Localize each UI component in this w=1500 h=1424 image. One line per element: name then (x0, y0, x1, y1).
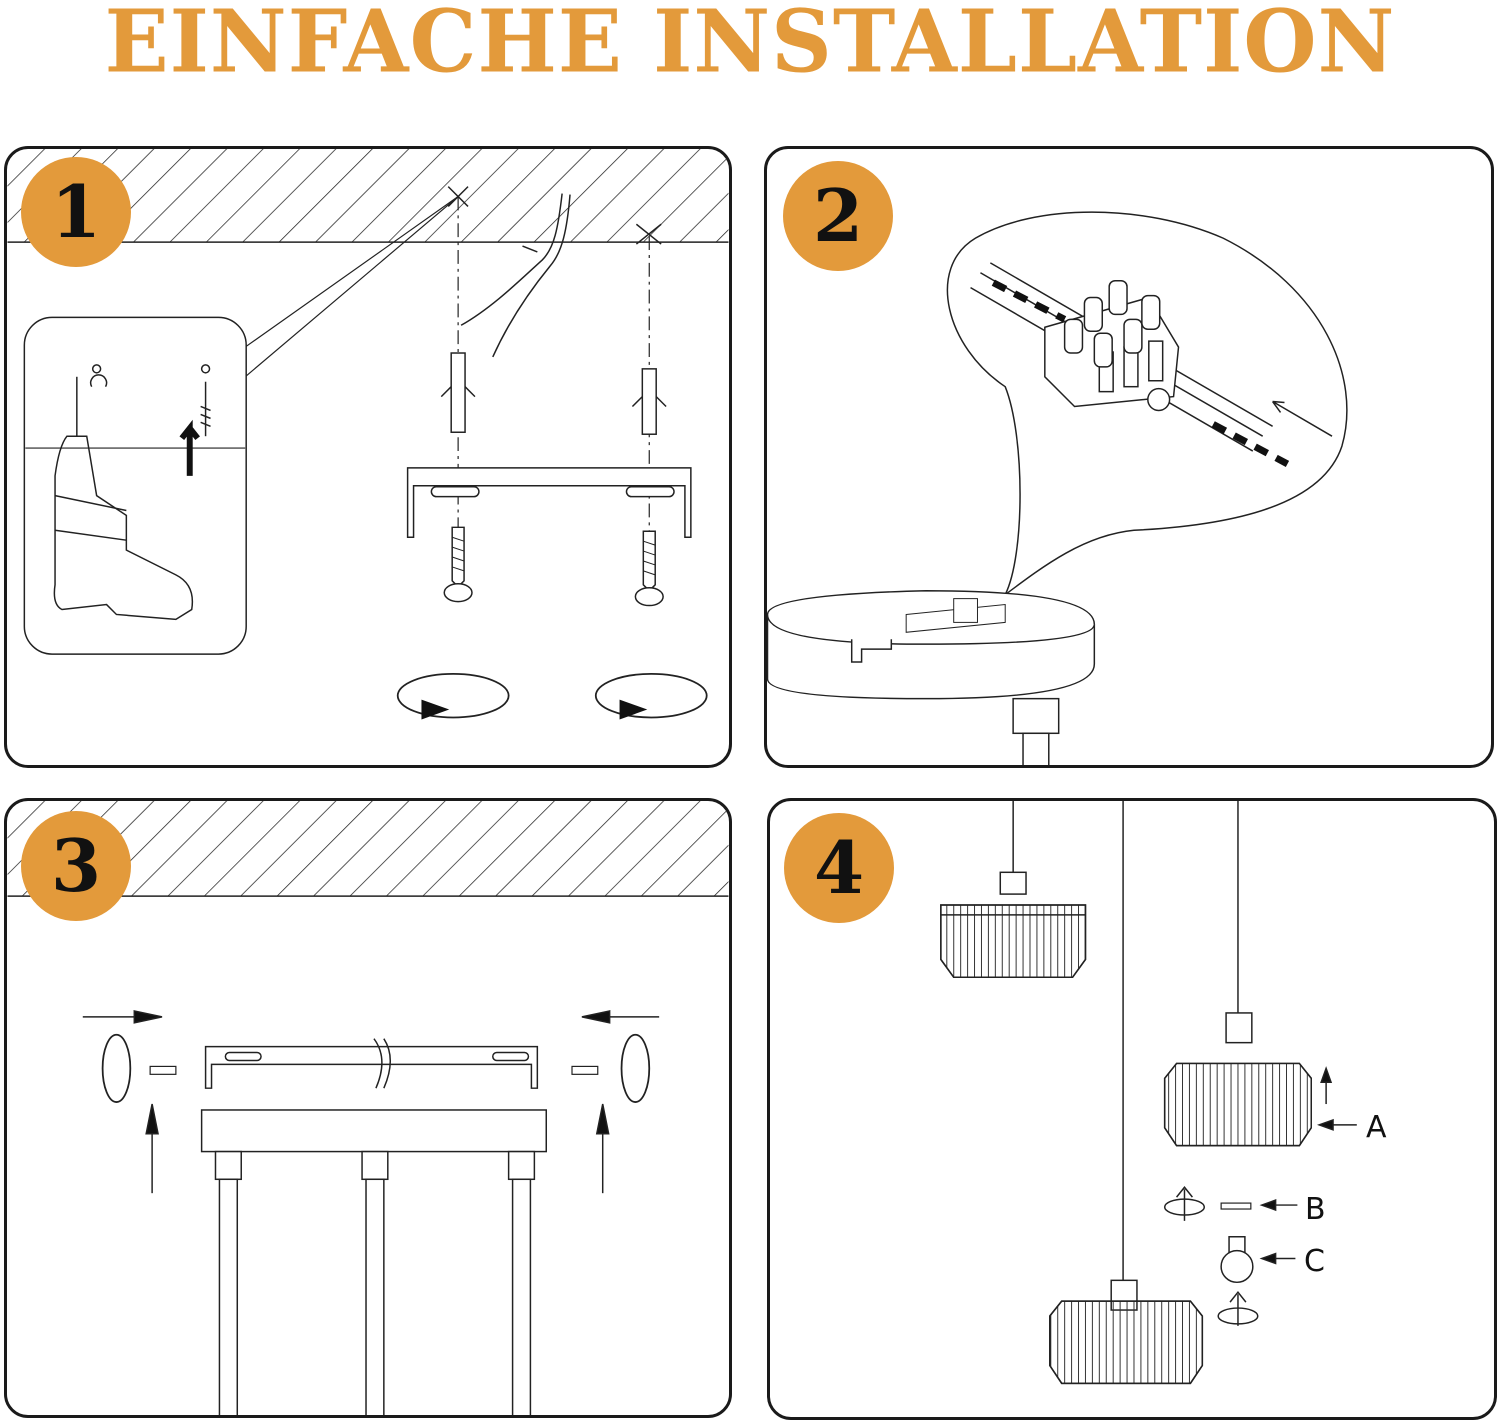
power-cable (373, 1038, 392, 1089)
rotate-clockwise-icon (396, 672, 708, 719)
step-2-panel: 2 (764, 146, 1494, 768)
insert-arrow-icon (1272, 400, 1333, 437)
screw-icon (443, 526, 664, 607)
striped-wire (991, 279, 1290, 467)
step-2-badge: 2 (783, 161, 893, 271)
lampshade-assembly-drawing (940, 801, 1357, 1385)
drill-icon (53, 376, 194, 621)
step-3-panel: 3 (4, 798, 732, 1418)
label-c: C (1304, 1244, 1325, 1279)
ring-nut-icon (1220, 1202, 1252, 1210)
lampshade-2 (1163, 1012, 1312, 1147)
rotate-icon (1163, 1186, 1259, 1326)
terminal-block-icon (1044, 279, 1180, 412)
bulb-icon (1220, 1236, 1254, 1284)
push-arrow-icon (82, 1010, 660, 1194)
rotate-icon (101, 1033, 651, 1103)
up-arrow-icon (179, 419, 200, 476)
step-4-panel: 4 A B C (767, 798, 1497, 1420)
wall-plug-icon (440, 352, 667, 435)
label-b: B (1305, 1192, 1326, 1227)
canopy-bar (200, 1109, 548, 1415)
magnifier-bubble (946, 211, 1348, 596)
terminal-block-small (905, 598, 1006, 633)
step-3-badge: 3 (21, 811, 131, 921)
mounting-bracket (406, 467, 692, 538)
step-1-panel: 1 (4, 146, 732, 768)
ceiling-canopy (767, 589, 1096, 765)
page-title: EINFACHE INSTALLATION (104, 0, 1396, 92)
step-1-badge: 1 (21, 157, 131, 267)
label-a: A (1366, 1110, 1387, 1145)
power-cable (460, 193, 571, 358)
wiring-connection-drawing (767, 211, 1348, 765)
lampshade-1 (940, 871, 1087, 979)
lampshade-3 (1049, 1279, 1204, 1385)
step-4-badge: 4 (784, 813, 894, 923)
side-screw-icon (149, 1065, 599, 1075)
anchor-insert-icon (89, 364, 211, 437)
drill-inset (23, 316, 247, 655)
drill-mark-icon (447, 186, 662, 245)
mounting-bracket (204, 1045, 539, 1089)
